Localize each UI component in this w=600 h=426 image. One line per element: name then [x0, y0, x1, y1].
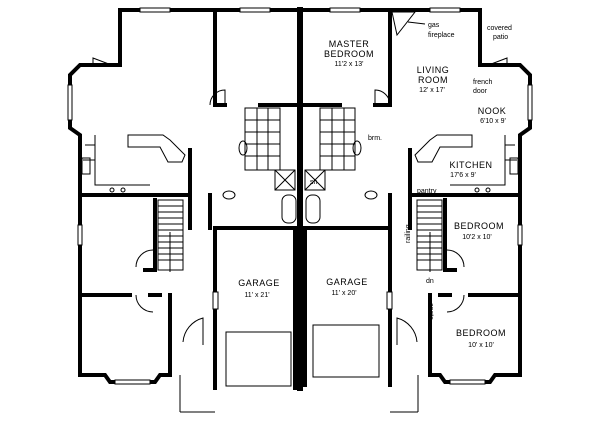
patio-note: covered: [487, 25, 512, 32]
shower-note: sh: [310, 179, 318, 186]
garage-doors: [212, 291, 393, 387]
pantry-note: pantry: [417, 188, 437, 195]
kitchen-label: KITCHEN: [449, 160, 492, 170]
kitchen-fixtures: [81, 134, 519, 193]
garage-right-label: GARAGE: [326, 277, 368, 287]
walls: [68, 7, 532, 391]
bedroom-1-size: 10'2 x 10': [462, 234, 492, 241]
door-swings: [92, 57, 508, 345]
fireplace-note-2: fireplace: [428, 32, 455, 39]
garage-right-size: 11' x 20': [331, 290, 356, 297]
room-labels: MASTER BEDROOM 11'2 x 13' LIVING ROOM 12…: [238, 39, 506, 349]
railing-note: railing: [405, 224, 412, 243]
master-bedroom-label-2: BEDROOM: [324, 49, 374, 59]
bathroom-note: brm.: [368, 135, 382, 142]
master-bedroom-label: MASTER: [329, 39, 370, 49]
kitchen-size: 17'6 x 9': [450, 172, 476, 179]
annotations: gas fireplace covered patio french door …: [310, 22, 512, 320]
living-room-label: LIVING: [417, 65, 450, 75]
site-lines: [179, 375, 419, 413]
garage-left-size: 11' x 21': [244, 292, 269, 299]
living-room-label-2: ROOM: [418, 75, 448, 85]
down-note: dn: [426, 278, 434, 285]
bedroom-1-label: BEDROOM: [454, 221, 504, 231]
fireplace-note: gas: [428, 22, 440, 29]
nook-size: 6'10 x 9': [480, 118, 506, 125]
living-room-size: 12' x 17': [419, 87, 445, 94]
garage-left-label: GARAGE: [238, 278, 280, 288]
patio-note-2: patio: [493, 34, 508, 41]
coats-note: coats: [427, 303, 434, 320]
nook-label: NOOK: [478, 106, 507, 116]
bathroom-fixtures: [222, 107, 378, 224]
french-door-note-2: door: [473, 88, 488, 95]
bedroom-2-size: 10' x 10': [468, 342, 494, 349]
french-door-note: french: [473, 79, 493, 86]
master-bedroom-size: 11'2 x 13': [334, 61, 363, 68]
windows: [67, 7, 533, 385]
bedroom-2-label: BEDROOM: [456, 328, 506, 338]
stairs: [157, 199, 443, 272]
fireplace-icon: [391, 11, 426, 37]
